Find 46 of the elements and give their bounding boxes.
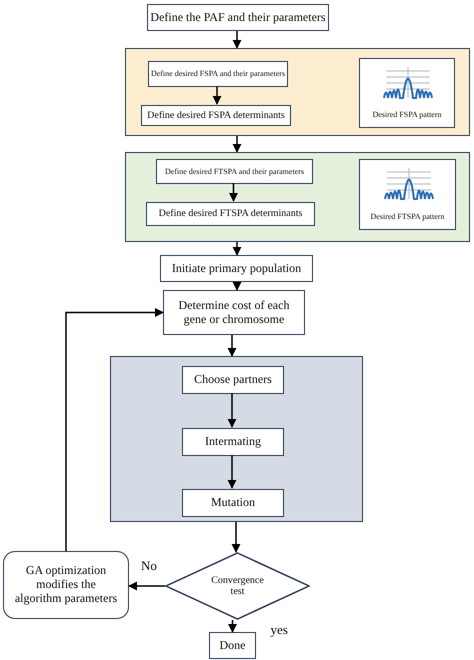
node-text: GA optimization modifies the algorithm parameters — [14, 564, 118, 606]
node-text: Define desired FSPA determinants — [147, 110, 285, 122]
arrow — [212, 86, 222, 105]
process-box — [160, 255, 313, 282]
process-box — [146, 202, 315, 226]
node-text: Define desired FTSPA determinants — [158, 208, 302, 220]
process-box — [148, 61, 288, 87]
node-text: Mutation — [211, 496, 255, 510]
pattern-card — [359, 58, 455, 128]
arrow — [232, 136, 242, 153]
process-box — [141, 105, 291, 126]
process-box — [209, 632, 256, 659]
decision-diamond — [165, 552, 310, 620]
process-box — [182, 366, 284, 394]
arrow — [228, 620, 237, 633]
arrow — [232, 242, 242, 256]
arrow — [229, 183, 238, 202]
node-text: Choose partners — [194, 373, 272, 387]
group-panel — [125, 152, 470, 242]
process-box — [156, 159, 313, 184]
arrow — [232, 282, 242, 291]
arrow — [228, 335, 236, 357]
arrow — [228, 455, 236, 489]
node-text: Determine cost of each gene or chromosome — [178, 298, 290, 326]
group-panel — [110, 356, 363, 522]
arrow — [128, 582, 165, 590]
pattern-card — [359, 159, 456, 230]
process-box — [147, 4, 329, 31]
arrow — [232, 31, 242, 49]
node-text: Initiate primary population — [172, 262, 302, 276]
node-text: Intermating — [205, 435, 261, 449]
node-text: Define the PAF and their parameters — [150, 10, 326, 24]
process-box — [3, 551, 129, 619]
caption-text: Desired FSPA pattern — [372, 110, 442, 119]
group-panel — [125, 48, 470, 136]
process-box — [163, 290, 305, 335]
arrow — [65, 308, 164, 551]
node-text: Define desired FSPA and their parameters — [150, 69, 286, 79]
arrow — [232, 522, 240, 553]
node-text: Done — [220, 638, 246, 652]
process-box — [182, 489, 284, 517]
process-box — [182, 428, 284, 456]
node-text: Convergence test — [210, 574, 265, 598]
arrow — [228, 393, 236, 428]
node-text: Define desired FTSPA and their parameters — [164, 166, 304, 176]
caption-text: Desired FTSPA pattern — [370, 212, 444, 221]
